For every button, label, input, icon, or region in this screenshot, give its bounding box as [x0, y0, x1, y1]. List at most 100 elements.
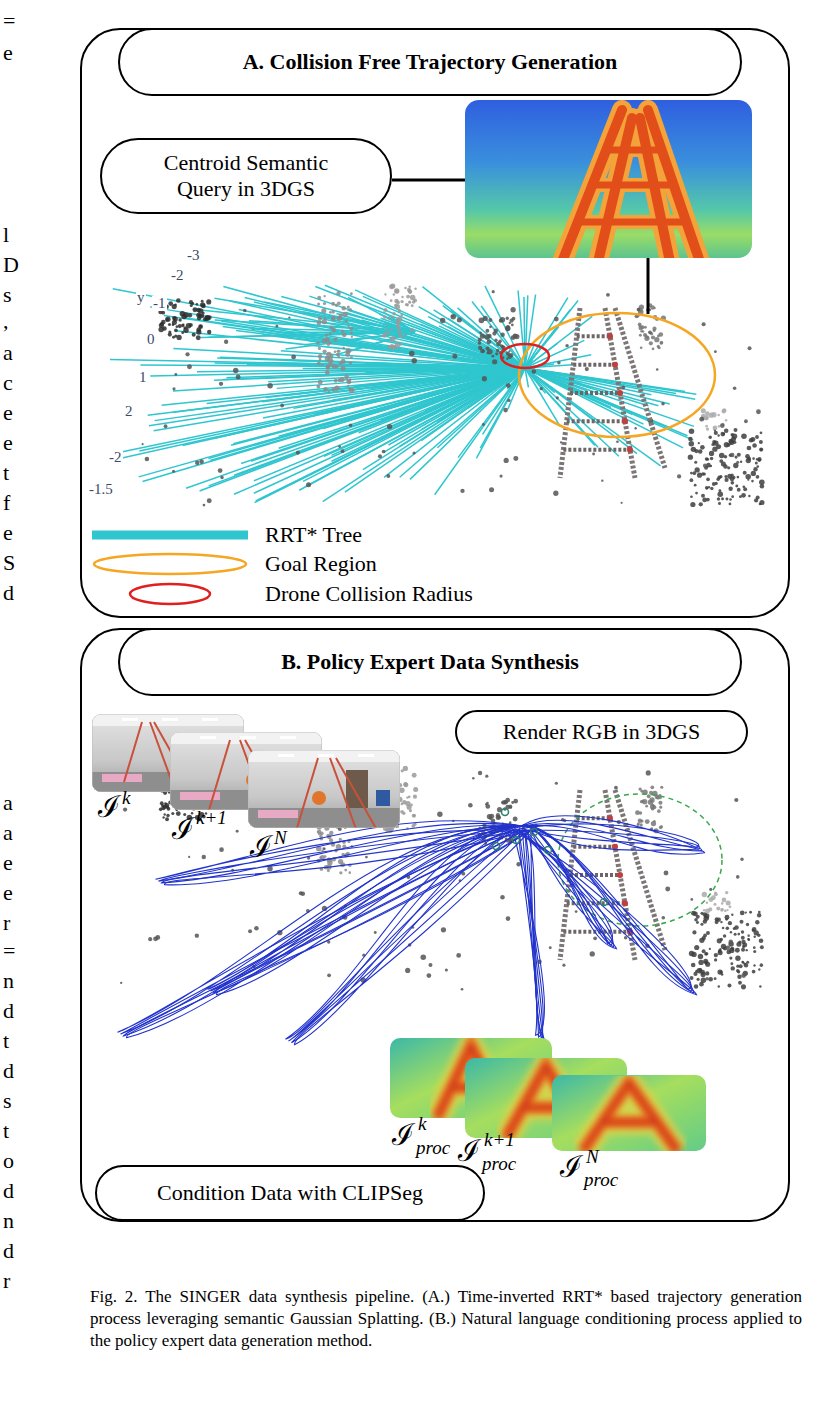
point [349, 388, 355, 394]
point [396, 300, 400, 304]
point [506, 317, 509, 320]
legend-swatch [88, 520, 258, 550]
point [326, 366, 330, 370]
point [727, 443, 731, 447]
point [726, 945, 731, 950]
point [183, 326, 186, 329]
point [427, 973, 432, 978]
point [199, 325, 202, 328]
point [349, 308, 352, 311]
point [350, 356, 353, 359]
path-shape [583, 1083, 677, 1151]
point [745, 911, 747, 913]
point [492, 290, 495, 293]
rrt-edge [255, 368, 525, 503]
point [734, 933, 737, 936]
point [496, 349, 499, 352]
point [690, 472, 693, 475]
pill-text: Centroid Semantic Query in 3DGS [146, 150, 346, 203]
point [724, 909, 727, 912]
point [702, 322, 706, 326]
point [654, 337, 659, 342]
rrt-edge [435, 368, 525, 495]
point [338, 859, 343, 864]
point [747, 934, 750, 937]
rect-shape [122, 718, 138, 721]
rrt-edge [215, 320, 415, 332]
point [722, 898, 727, 903]
point [760, 448, 763, 451]
point [341, 330, 344, 333]
point [556, 396, 559, 399]
point [694, 984, 699, 989]
point [694, 484, 697, 487]
point [365, 856, 368, 859]
line-shape [150, 722, 172, 782]
point [374, 931, 377, 934]
point [392, 312, 396, 316]
point [634, 427, 636, 429]
margin-text: d [3, 1240, 14, 1262]
point [653, 329, 656, 332]
point [472, 777, 475, 780]
point [198, 314, 202, 318]
point [512, 317, 516, 321]
point [341, 449, 345, 453]
point [340, 377, 345, 382]
point [743, 487, 747, 491]
point [403, 782, 407, 786]
margin-text: d [3, 1060, 14, 1082]
point [487, 339, 492, 344]
line-shape [573, 363, 615, 367]
point [508, 805, 512, 809]
point [644, 336, 649, 341]
point [697, 978, 700, 981]
point [585, 367, 589, 371]
point [322, 847, 324, 849]
point [692, 930, 696, 934]
point [646, 770, 651, 775]
image-symbol: ℐ [560, 1152, 582, 1182]
point [699, 417, 704, 422]
point [554, 317, 559, 322]
point [725, 918, 728, 921]
image-symbol: ℐ [250, 832, 272, 862]
point [715, 482, 718, 485]
circle-shape [531, 829, 538, 836]
point [386, 474, 390, 478]
point [699, 938, 704, 943]
path-shape [294, 826, 531, 1045]
point [206, 299, 211, 304]
point [461, 988, 464, 991]
point [730, 962, 733, 965]
rect-shape [258, 810, 298, 818]
point [593, 936, 597, 940]
point [677, 474, 681, 478]
point [161, 320, 166, 325]
point [329, 341, 332, 344]
point [200, 302, 205, 307]
point [165, 817, 169, 821]
point [158, 327, 163, 332]
panel-frame: A. Collision Free Trajectory GenerationC… [80, 28, 790, 618]
point [176, 298, 181, 303]
point [749, 911, 752, 914]
circle-shape [617, 872, 623, 878]
line-shape [330, 758, 363, 828]
point [401, 769, 404, 772]
point [752, 970, 756, 974]
point [639, 811, 642, 814]
point [408, 289, 412, 293]
point [189, 300, 193, 304]
path-shape [289, 826, 523, 1041]
point [478, 338, 482, 342]
margin-text: S [3, 552, 15, 574]
rrt-edge [229, 301, 525, 368]
point [202, 855, 206, 859]
margin-text: n [3, 1210, 14, 1232]
point [513, 456, 518, 461]
point [735, 948, 740, 953]
rrt-edge [193, 309, 415, 332]
point [319, 358, 322, 361]
circle-shape [612, 362, 618, 368]
